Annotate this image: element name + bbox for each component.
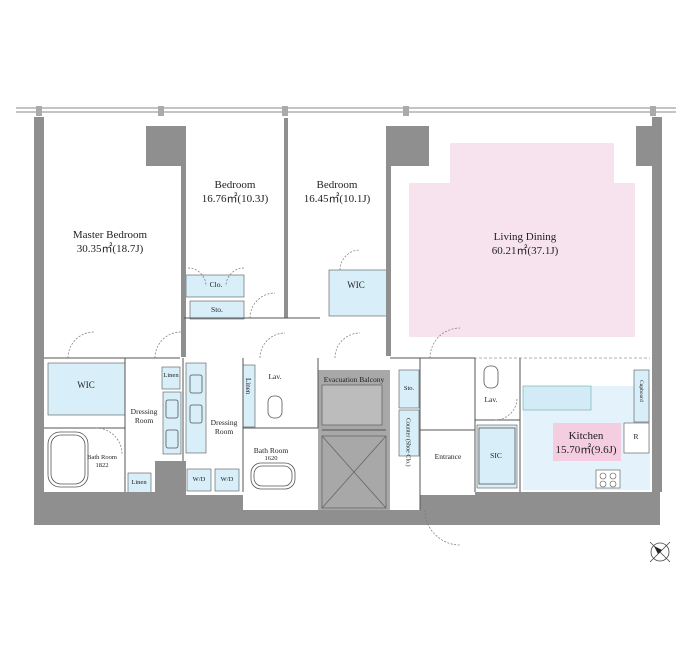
bedroom-1-label: Bedroom 16.76㎡(10.3J) (201, 179, 269, 205)
refrigerator-label: R (633, 432, 639, 441)
counter-label: Counter (Shoe Clo.) (404, 418, 411, 467)
lav-2-label: Lav. (484, 395, 498, 404)
kitchen-label: Kitchen 15.70㎡(9.6J) (555, 430, 617, 456)
bath-room-2-label: Bath Room 1620 (253, 446, 289, 463)
bathtubs (47, 431, 296, 490)
master-bedroom-label: Master Bedroom 30.35㎡(18.7J) (72, 229, 148, 255)
sto-hall-label: Sto. (403, 385, 415, 392)
sto-bed1-label: Sto. (211, 305, 223, 314)
kitchen-pink-area (553, 423, 621, 461)
wd-2-label: W/D (220, 476, 234, 483)
compass-icon (649, 541, 671, 563)
balcony-rail (16, 106, 676, 116)
evacuation-balcony-label: Evacuation Balcony (323, 375, 385, 384)
bedroom-2-label: Bedroom 16.45㎡(10.1J) (303, 179, 371, 205)
clo-label: Clo. (209, 280, 223, 289)
living-dining-area (409, 143, 635, 337)
entrance-label: Entrance (434, 452, 462, 461)
dressing-room-2-label: Dressing Room (210, 418, 238, 437)
lav-1-label: Lav. (268, 372, 282, 381)
bath-room-1-label: Bath Room 1822 (87, 454, 117, 470)
linen-bottom-label: Linen (131, 479, 147, 486)
interior-walls (44, 317, 521, 510)
wd-1-label: W/D (192, 476, 206, 483)
wic-bed2-label: WIC (347, 280, 365, 290)
fixtures (165, 365, 516, 485)
balcony-stair (321, 384, 387, 509)
sic-label: SIC (490, 451, 502, 460)
living-dining-label: Living Dining 60.21㎡(37.1J) (491, 231, 559, 257)
linen-top-label: Linen (163, 372, 179, 379)
storage-units (47, 269, 518, 494)
linen-vertical-label: Linen (243, 378, 252, 395)
doors (67, 249, 518, 546)
wic-master-label: WIC (77, 380, 95, 390)
cupboard-label: Cupboard (637, 380, 644, 402)
dressing-room-1-label: Dressing Room (130, 407, 158, 426)
